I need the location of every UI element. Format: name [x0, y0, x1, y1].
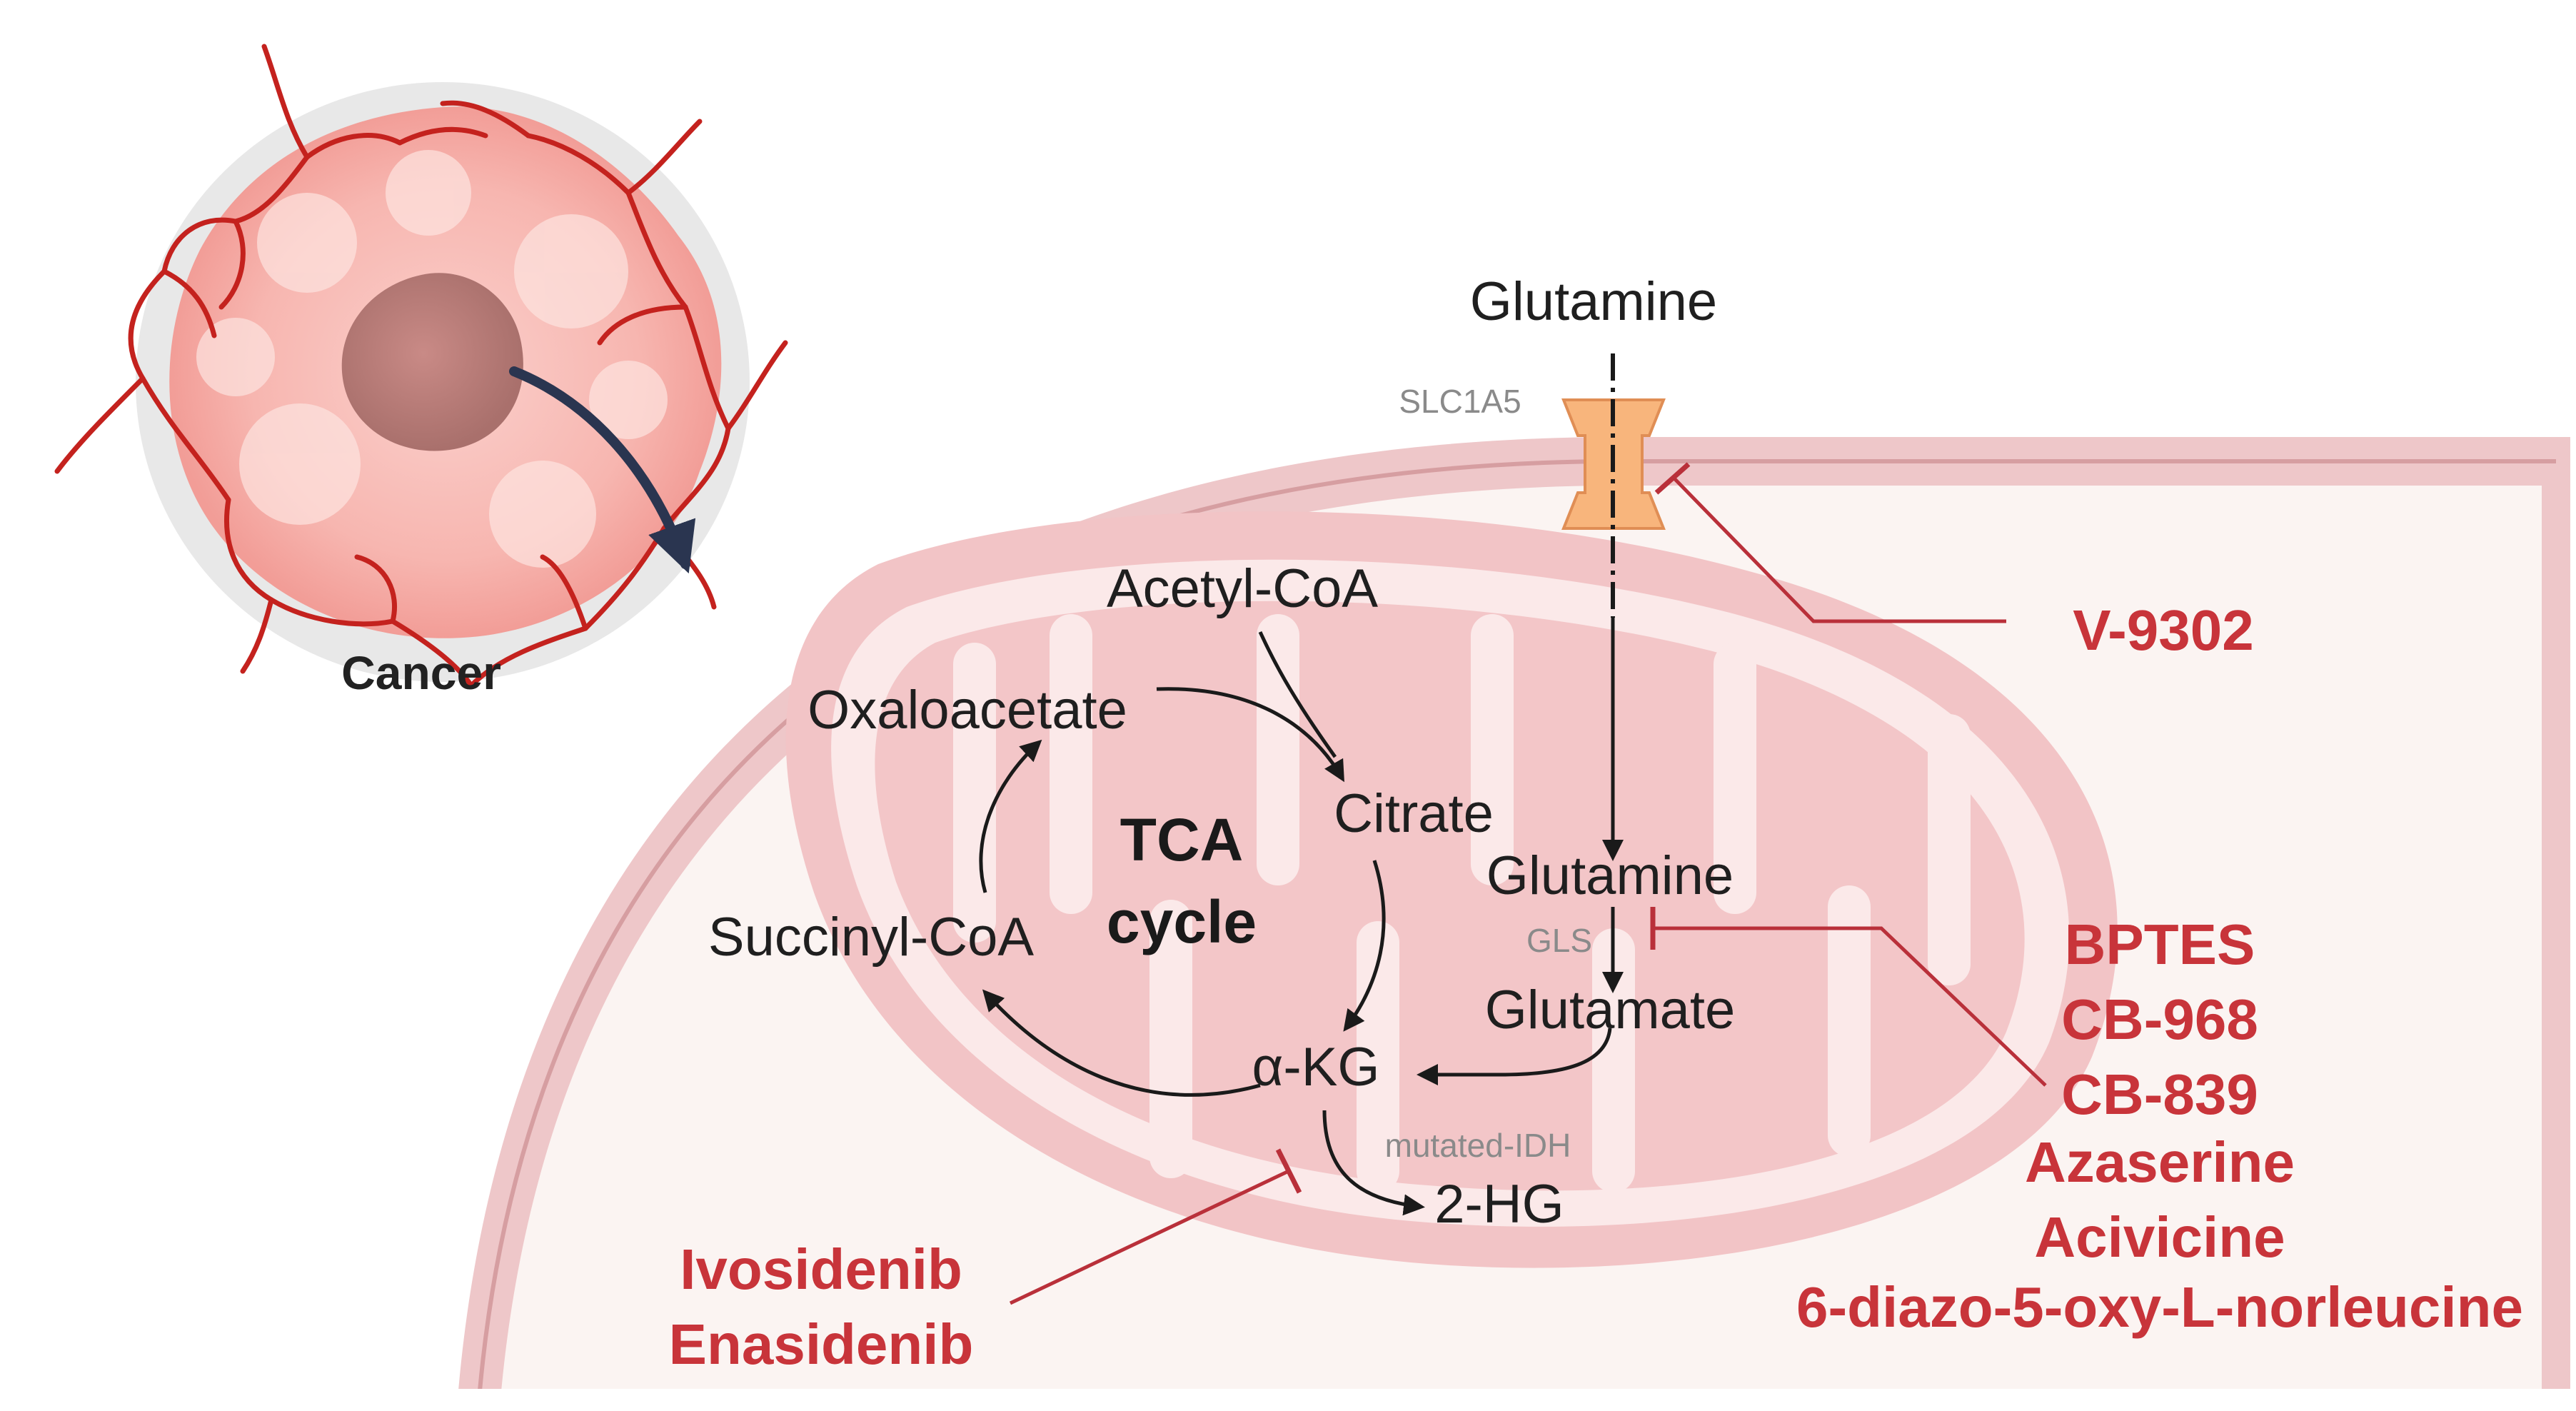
citrate-to-akg-arrow [1343, 860, 1386, 1032]
glutamine-inside-label: Glutamine [1486, 845, 1734, 906]
cancer-tumor-illustration [54, 44, 788, 688]
glutamate-label: Glutamate [1485, 980, 1736, 1040]
acetylcoa-to-citrate-arrow [1258, 631, 1337, 758]
succinylcoa-to-oxaloacetate-arrow [979, 739, 1042, 893]
cancer-to-cell-arrow [509, 366, 696, 574]
inhibitor-cb-839: CB-839 [2061, 1063, 2258, 1126]
citrate-label: Citrate [1334, 783, 1494, 844]
acetyl-coa-label: Acetyl-CoA [1107, 558, 1378, 619]
cell-membrane-line [478, 459, 2556, 1389]
gls-inhibition-line [1653, 926, 2047, 1087]
tumor-core [341, 273, 523, 451]
akg-label: α-KG [1252, 1037, 1379, 1098]
inhibitor-acivicine: Acivicine [2034, 1205, 2285, 1269]
succinyl-coa-label: Succinyl-CoA [708, 907, 1034, 968]
oxaloacetate-to-citrate-arrow [1156, 687, 1344, 783]
bottom-strip [0, 1389, 2576, 1407]
inhibitor-azaserine: Azaserine [2025, 1130, 2295, 1194]
mitochondrion [785, 511, 2118, 1268]
inhibitor-cb-968: CB-968 [2061, 988, 2258, 1051]
inhibitor-bptes: BPTES [2065, 913, 2255, 976]
tca-cycle-arrows [979, 631, 1425, 1216]
akg-to-2hg-arrow [1322, 1110, 1425, 1216]
idh-inhibitor-list: Ivosidenib Enasidenib [669, 1237, 974, 1376]
oxaloacetate-label: Oxaloacetate [807, 680, 1127, 740]
cristae [953, 614, 1971, 1192]
inhibitor-v9302: V-9302 [2073, 598, 2254, 662]
blood-vessels [54, 44, 788, 688]
gls-label: GLS [1526, 922, 1592, 959]
inhibitor-ivosidenib: Ivosidenib [680, 1237, 962, 1301]
cancer-label: Cancer [341, 646, 501, 699]
mutated-idh-label: mutated-IDH [1385, 1127, 1571, 1164]
inhibitor-lines [1009, 462, 2047, 1305]
two-hg-label: 2-HG [1434, 1174, 1564, 1235]
idh-inhibition-line [1009, 1169, 1290, 1305]
inhibitor-6-diazo: 6-diazo-5-oxy-L-norleucine [1796, 1275, 2523, 1339]
tca-label-line2: cycle [1107, 888, 1257, 955]
glutamate-to-akg-arrow [1417, 1028, 1612, 1085]
glutamine-outside-label: Glutamine [1470, 271, 1717, 332]
tca-label-line1: TCA [1120, 806, 1244, 873]
v9302-inhibition-line [1673, 477, 2006, 623]
akg-to-succinylcoa-arrow [982, 989, 1261, 1097]
inhibitor-enasidenib: Enasidenib [669, 1312, 974, 1376]
gls-inhibitor-list: BPTES CB-968 CB-839 Azaserine Acivicine … [1796, 913, 2523, 1339]
transporter-label: SLC1A5 [1399, 383, 1521, 420]
